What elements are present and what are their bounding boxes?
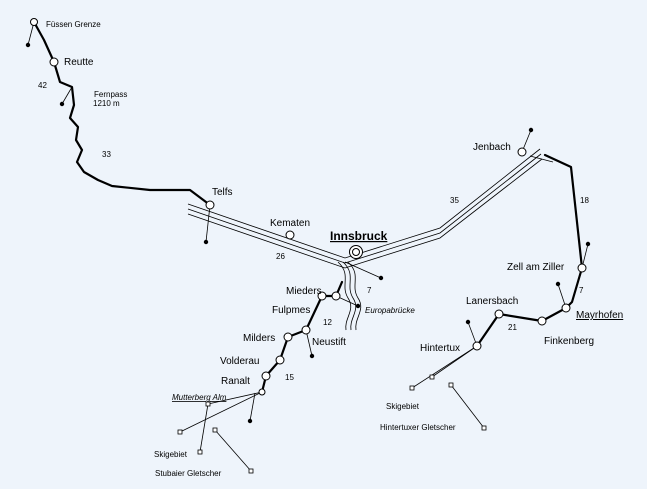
label-mieders: Mieders xyxy=(286,286,322,297)
jenbach-marker xyxy=(517,147,527,157)
fuessen-marker xyxy=(30,18,38,26)
kematen-marker xyxy=(285,230,295,240)
mieders-marker xyxy=(331,291,341,301)
label-hintertux: Hintertux xyxy=(420,343,460,354)
fulpmes-marker xyxy=(317,291,327,301)
label-skigebiet-tux: Skigebiet xyxy=(386,402,420,411)
label-telfs: Telfs xyxy=(212,187,233,198)
finkenberg-marker xyxy=(537,316,547,326)
black-dots xyxy=(25,42,591,424)
mutterberg-marker xyxy=(258,388,266,396)
mayrhofen-marker xyxy=(561,303,571,313)
neustift-marker xyxy=(301,325,311,335)
distance-telfs-innsbruck: 26 xyxy=(276,252,285,261)
label-europabruecke: Europabrücke xyxy=(365,306,415,315)
innsbruck-marker-inner xyxy=(352,248,360,256)
label-fernpass: Fernpass xyxy=(94,90,127,99)
motorway xyxy=(187,148,554,269)
distance-zell-mayrhofen: 7 xyxy=(579,286,584,295)
label-zell: Zell am Ziller xyxy=(507,262,565,273)
lift-lines xyxy=(179,345,485,472)
milders-marker xyxy=(283,332,293,342)
lanersbach-marker xyxy=(494,309,504,319)
label-lanersbach: Lanersbach xyxy=(466,296,518,307)
road-mayrhofen-hintertux xyxy=(475,306,568,348)
distance-finkenberg-lanersbach: 21 xyxy=(508,323,517,332)
reutte-marker xyxy=(49,57,59,67)
label-mayrhofen: Mayrhofen xyxy=(576,310,623,321)
label-mutterberg: Mutterberg Alm xyxy=(172,393,227,402)
distance-innsbruck-jenbach: 35 xyxy=(450,196,459,205)
label-volderau: Volderau xyxy=(220,356,259,367)
label-neustift: Neustift xyxy=(312,337,346,348)
label-ranalt: Ranalt xyxy=(221,376,250,387)
label-fernpass-height: 1210 m xyxy=(93,99,120,108)
brenner-road xyxy=(337,261,362,331)
label-stubai-glacier: Stubaier Gletscher xyxy=(155,469,222,478)
label-finkenberg: Finkenberg xyxy=(544,336,594,347)
distance-fernpass-telfs: 33 xyxy=(102,150,111,159)
label-hintertux-glacier: Hintertuxer Gletscher xyxy=(380,423,456,432)
label-fuessen: Füssen Grenze xyxy=(46,20,101,29)
distance-innsbruck-schoenberg: 7 xyxy=(367,286,372,295)
distance-schoenberg-neustift: 12 xyxy=(323,318,332,327)
label-jenbach: Jenbach xyxy=(473,142,511,153)
distance-jenbach-zell: 18 xyxy=(580,196,589,205)
zell-marker xyxy=(577,263,587,273)
label-reutte: Reutte xyxy=(64,57,94,68)
distance-neustift-mutterberg: 15 xyxy=(285,373,294,382)
lift-stations xyxy=(177,374,487,474)
volderau-marker xyxy=(275,355,285,365)
hintertux-marker xyxy=(472,341,482,351)
label-milders: Milders xyxy=(243,333,275,344)
town-markers xyxy=(30,18,587,396)
road-jenbach-mayrhofen xyxy=(543,153,584,310)
telfs-marker xyxy=(205,200,215,210)
ranalt-marker xyxy=(261,371,271,381)
label-skigebiet-stubai: Skigebiet xyxy=(154,450,188,459)
label-fulpmes: Fulpmes xyxy=(272,305,310,316)
road-reutte-telfs xyxy=(32,20,212,207)
distance-reutte-fernpass: 42 xyxy=(38,81,47,90)
label-kematen: Kematen xyxy=(270,218,310,229)
label-innsbruck: Innsbruck xyxy=(330,229,388,243)
